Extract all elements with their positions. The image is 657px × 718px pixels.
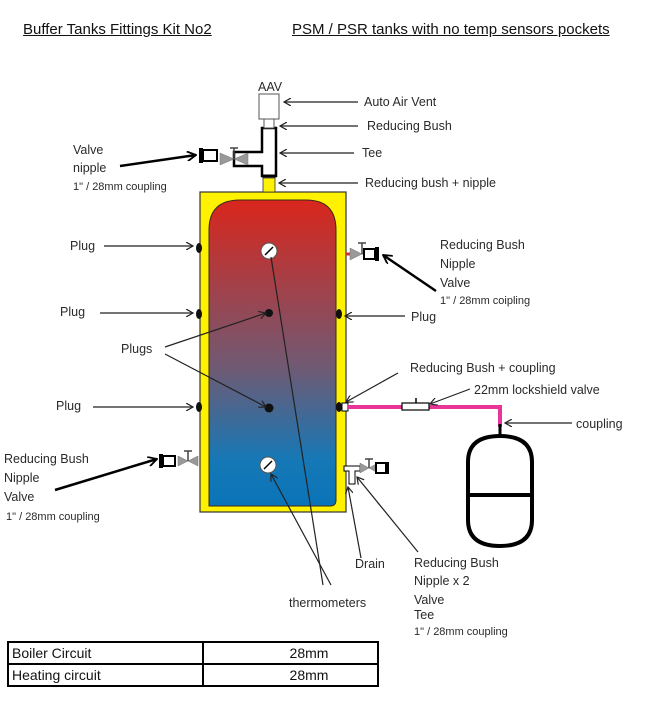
tee-fitting — [232, 126, 278, 178]
leader-lines — [93, 102, 572, 586]
label-reducing-bush-coupling: Reducing Bush + coupling — [410, 361, 556, 375]
label-right-top-valve-2: Nipple — [440, 257, 476, 271]
label-lockshield-valve: 22mm lockshield valve — [474, 383, 600, 397]
expansion-vessel — [466, 433, 534, 549]
plug-internal-1 — [265, 309, 273, 317]
pipe-size: 28mm — [202, 663, 379, 687]
bold-leaders — [54, 155, 437, 492]
valve-right-top — [346, 242, 379, 261]
label-bottom-left-valve-2: Nipple — [4, 471, 40, 485]
label-bottom-right-valve-2: Nipple x 2 — [414, 574, 470, 588]
label-top-left-valve-2: nipple — [73, 161, 107, 175]
valve-bottom-right — [343, 458, 389, 485]
label-plug-right: Plug — [411, 310, 437, 324]
label-tee: Tee — [362, 146, 383, 160]
label-aav: AAV — [258, 80, 283, 94]
label-thermometers: thermometers — [289, 596, 367, 610]
label-reducing-bush-top: Reducing Bush — [367, 119, 452, 133]
label-bottom-right-valve-5: 1" / 28mm coupling — [414, 626, 508, 638]
title-tank-type: PSM / PSR tanks with no temp sensors poc… — [292, 21, 610, 38]
label-right-top-valve-1: Reducing Bush — [440, 238, 525, 252]
label-bottom-left-valve-4: 1" / 28mm coupling — [6, 511, 100, 523]
tank-water — [208, 199, 337, 507]
circuit-name: Heating circuit — [7, 663, 204, 687]
label-plugs-internal: Plugs — [121, 342, 153, 356]
valve-bottom-left — [159, 450, 199, 468]
label-plug-left-1: Plug — [70, 239, 96, 253]
top-tee-assembly — [199, 93, 280, 178]
valve-top-left — [199, 147, 249, 166]
thermometer-bottom — [259, 456, 277, 474]
plug-left-2 — [196, 309, 202, 319]
label-plug-left-3: Plug — [56, 399, 82, 413]
plug-left-1 — [196, 243, 202, 253]
plug-left-3 — [196, 402, 202, 412]
label-auto-air-vent: Auto Air Vent — [364, 95, 437, 109]
reducing-bush-top — [263, 118, 275, 129]
label-reducing-bush-nipple: Reducing bush + nipple — [365, 176, 496, 190]
pipe-size: 28mm — [202, 641, 379, 665]
plug-right — [336, 309, 342, 319]
expansion-line — [336, 398, 534, 549]
thermometer-top — [260, 242, 278, 260]
label-coupling: coupling — [576, 417, 623, 431]
label-drain: Drain — [355, 557, 385, 571]
table-row: Heating circuit 28mm — [7, 663, 379, 687]
label-bottom-right-valve-3: Valve — [414, 593, 445, 607]
label-bottom-right-valve-1: Reducing Bush — [414, 556, 499, 570]
table-row: Boiler Circuit 28mm — [7, 641, 379, 665]
label-bottom-right-valve-4: Tee — [414, 608, 435, 622]
plug-internal-2 — [264, 403, 274, 413]
label-bottom-left-valve-1: Reducing Bush — [4, 452, 89, 466]
pink-pipe — [348, 405, 502, 427]
label-bottom-left-valve-3: Valve — [4, 490, 35, 504]
lockshield-valve — [401, 402, 430, 411]
label-top-left-valve-1: Valve — [73, 143, 104, 157]
label-right-top-valve-3: Valve — [440, 276, 471, 290]
label-plug-left-2: Plug — [60, 305, 86, 319]
pipe-size-table: Boiler Circuit 28mm Heating circuit 28mm — [7, 641, 379, 687]
auto-air-vent — [258, 93, 280, 120]
top-nipple — [262, 177, 276, 193]
circuit-name: Boiler Circuit — [7, 641, 204, 665]
label-top-left-valve-3: 1" / 28mm coupling — [73, 181, 167, 193]
label-right-top-valve-4: 1" / 28mm coipling — [440, 295, 531, 307]
title-kit: Buffer Tanks Fittings Kit No2 — [23, 21, 212, 38]
